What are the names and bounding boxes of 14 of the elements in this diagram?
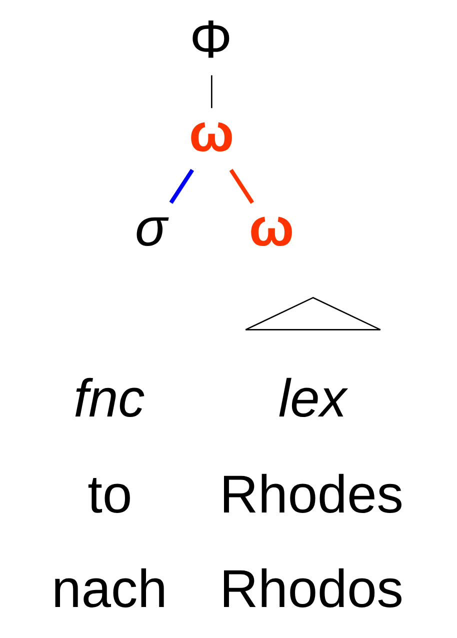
connector [168,168,194,204]
label: Rhodes [219,465,403,524]
label: fnc [73,369,144,428]
label: Rhodos [219,560,403,619]
node-text: Φ [189,10,232,70]
node-text: ω [248,198,294,258]
connector [210,75,212,108]
label: to [87,465,132,524]
node-text: ω [188,104,234,163]
label: nach [51,560,167,619]
node-triangle [244,296,380,330]
label: lex [278,369,346,428]
connector [228,168,254,204]
node-text: σ [134,198,167,258]
